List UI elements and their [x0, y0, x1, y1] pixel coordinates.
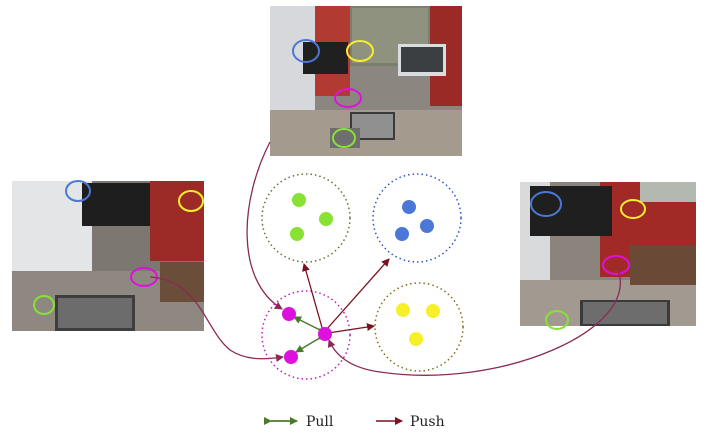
green-point: [290, 227, 304, 241]
magenta-point: [284, 350, 298, 364]
yellow-cluster: [374, 282, 464, 372]
photo-left: [12, 180, 204, 331]
green-point: [292, 193, 306, 207]
legend: Pull Push: [264, 414, 445, 430]
blue-cluster: [372, 173, 462, 263]
push-legend-label: Push: [410, 414, 445, 430]
photo-top: [270, 6, 462, 156]
blue-point: [395, 227, 409, 241]
pull-legend-label: Pull: [306, 414, 334, 430]
push-arrow-yellow: [327, 323, 375, 334]
magenta-point: [282, 307, 296, 321]
blue-point: [420, 219, 434, 233]
yellow-point: [409, 332, 423, 346]
magenta-cluster: [261, 290, 351, 380]
connector-left-photo: [149, 276, 284, 362]
connector-right-photo: [327, 269, 621, 376]
photo-right: [520, 182, 696, 330]
push-arrow-green: [302, 263, 324, 332]
pull-arrow-lower: [295, 331, 327, 353]
pull-arrow-upper: [293, 316, 327, 336]
green-cluster: [261, 173, 351, 263]
push-arrow-blue: [325, 258, 390, 331]
magenta-anchor-point: [318, 327, 332, 341]
yellow-point: [396, 303, 410, 317]
connector-top-photo: [246, 141, 283, 310]
yellow-point: [426, 304, 440, 318]
green-point: [319, 212, 333, 226]
blue-point: [402, 200, 416, 214]
